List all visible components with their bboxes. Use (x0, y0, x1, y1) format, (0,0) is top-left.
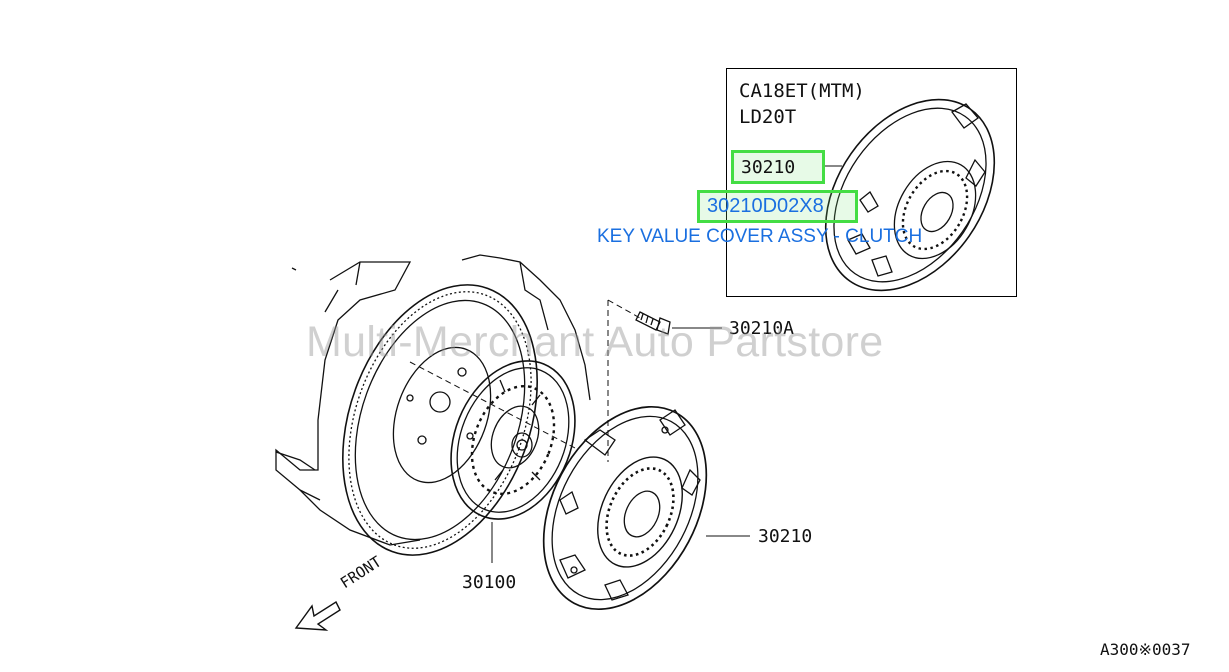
callout-bolt[interactable]: 30210A (729, 318, 795, 339)
inset-engine-code-2: LD20T (739, 106, 797, 128)
inset-engine-code: CA18ET(MTM) (739, 80, 865, 102)
bolt (635, 311, 671, 335)
engine-block-outline (275, 254, 591, 546)
clutch-cover (542, 405, 708, 611)
inset-cover-drawing (824, 98, 996, 292)
part-number-highlight (697, 190, 858, 223)
figure-code: A300※0037 (1100, 640, 1191, 659)
watermark: Multi-Merchant Auto Partstore (306, 318, 884, 366)
part-ref-highlight (731, 150, 825, 184)
part-number[interactable]: 30210D02X8 (707, 195, 824, 217)
leader-lines (491, 165, 842, 563)
clutch-disc (450, 360, 576, 520)
inset-panel (726, 68, 1017, 297)
part-description: KEY VALUE COVER ASSY - CLUTCH (597, 226, 923, 247)
alignment-lines (409, 299, 641, 462)
front-arrow-icon (294, 600, 341, 631)
callout-disc[interactable]: 30100 (462, 572, 517, 593)
flywheel (342, 284, 538, 556)
inset-part-ref: 30210 (741, 157, 796, 178)
callout-cover[interactable]: 30210 (758, 526, 813, 547)
